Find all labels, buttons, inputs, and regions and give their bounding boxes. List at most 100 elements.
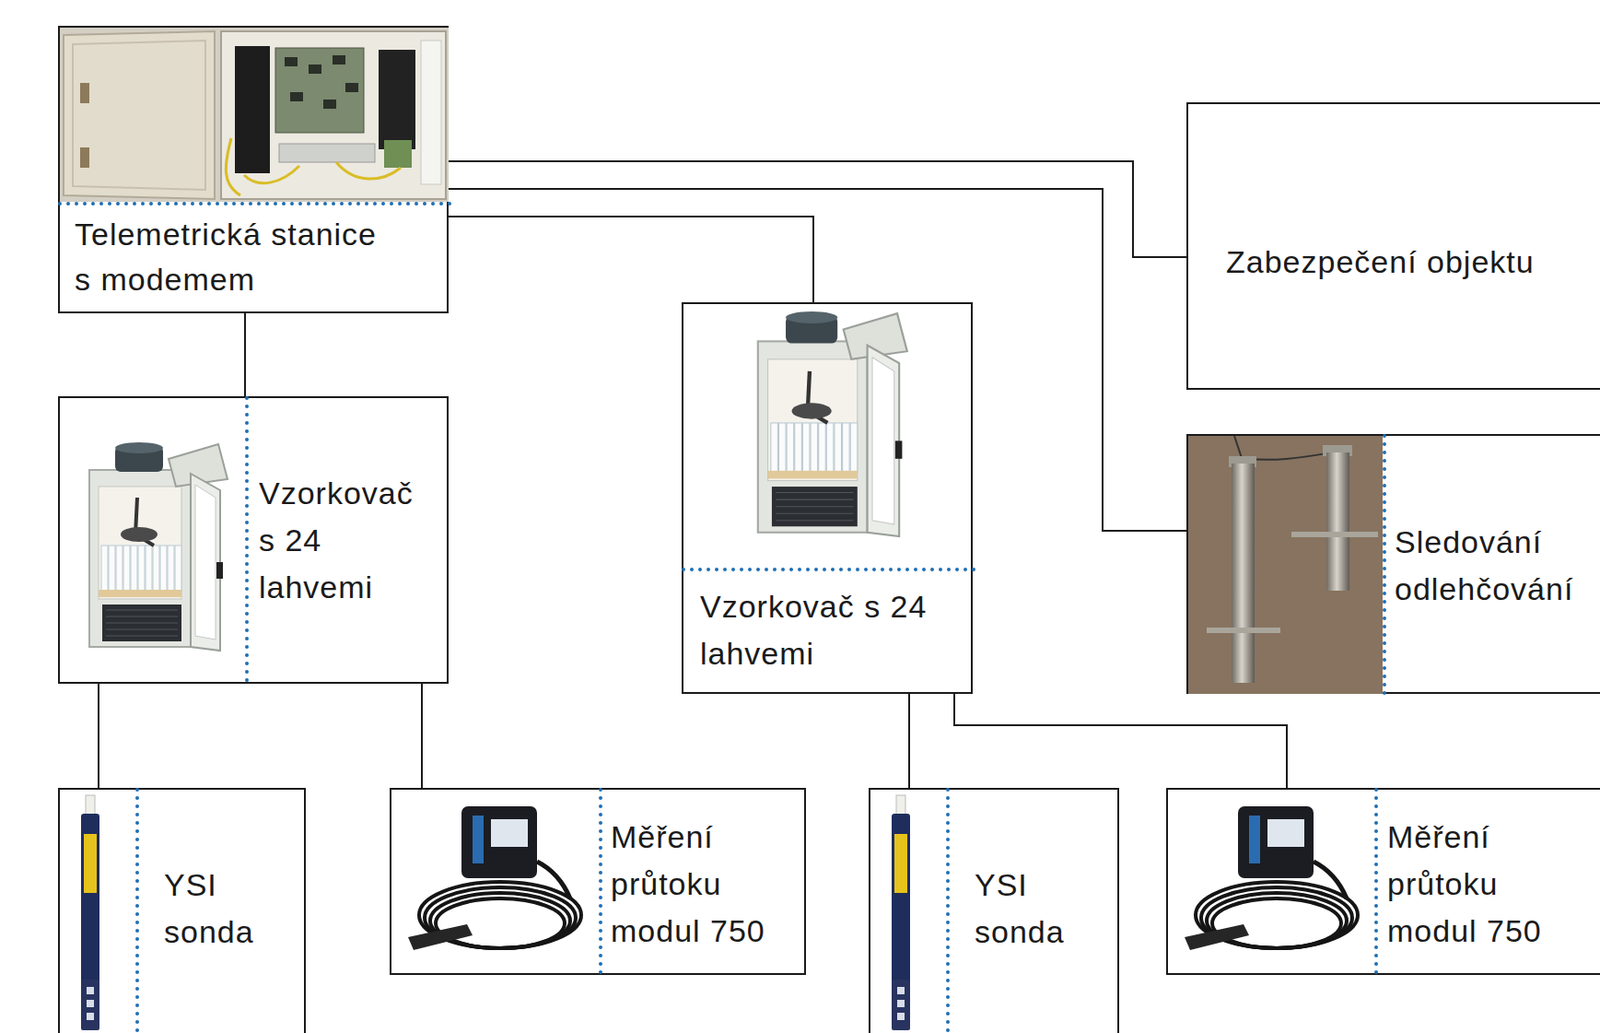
- probe-guard: [891, 979, 911, 1030]
- picture-group: [1188, 435, 1383, 694]
- bottle: [770, 422, 779, 473]
- vent-slot: [775, 513, 853, 514]
- dotted-separator: [1382, 435, 1387, 696]
- module-label: [1249, 815, 1261, 864]
- guard-hole: [86, 1012, 94, 1020]
- chip: [290, 92, 304, 102]
- bottle: [850, 422, 858, 473]
- equipment-picture: [59, 789, 308, 1033]
- picture-group: [891, 794, 911, 1030]
- equipment-picture: [1188, 435, 1600, 696]
- dotted-separator: [59, 201, 451, 206]
- bottle: [810, 422, 818, 473]
- pump-cap: [115, 442, 164, 454]
- guard-hole: [897, 999, 905, 1007]
- module-cable: [1313, 861, 1347, 899]
- module-box: [1237, 805, 1314, 878]
- probe-cap: [85, 794, 95, 816]
- steel-pipe: [1326, 452, 1350, 591]
- distributor-head: [792, 402, 832, 419]
- probe-label: [894, 833, 908, 893]
- module-sticker: [1267, 818, 1305, 847]
- cable-coil: [1212, 898, 1342, 948]
- bottle: [160, 545, 167, 592]
- equipment-picture: [870, 789, 1122, 1033]
- guard-hole: [86, 986, 94, 994]
- guard-hole: [86, 999, 94, 1007]
- equipment-picture: [391, 789, 808, 977]
- equipment-box: Vzorkovač s 24 lahvemi: [58, 396, 449, 684]
- vent-slot: [105, 622, 178, 624]
- cabinet-door: [63, 31, 215, 199]
- concrete-wall: [1188, 435, 1383, 694]
- probe-label: [83, 833, 97, 893]
- bottle: [778, 422, 786, 473]
- bottle: [818, 422, 827, 473]
- probe-body: [891, 813, 911, 1007]
- node-label: Zabezpečení objektu: [1226, 240, 1595, 285]
- door-hinge: [80, 147, 90, 168]
- connector-line: [908, 693, 911, 788]
- bottle: [167, 545, 175, 592]
- circuit-board: [275, 47, 364, 133]
- sampler-door: [867, 345, 900, 537]
- equipment-box: YSI sonda: [58, 787, 306, 1033]
- vent-slot: [105, 629, 178, 631]
- guard-hole: [897, 1012, 905, 1020]
- bottle-tray: [768, 470, 858, 479]
- equipment-box: Měření průtoku modul 750: [1166, 787, 1600, 975]
- bottle: [826, 422, 834, 473]
- picture-group: [59, 27, 449, 202]
- connector-line: [448, 188, 1187, 531]
- node-label: YSI sonda: [163, 861, 293, 956]
- vent-slot: [775, 491, 853, 493]
- bottle: [130, 545, 138, 592]
- bottle: [175, 545, 182, 592]
- modem-unit: [378, 49, 416, 150]
- bottle: [108, 545, 116, 592]
- dotted-separator: [683, 567, 975, 572]
- base-vent: [771, 486, 858, 526]
- equipment-box: Sledování odlehčování: [1186, 433, 1600, 694]
- module-cable: [537, 861, 571, 899]
- equipment-box: Měření průtoku modul 750: [389, 787, 806, 975]
- picture-group: [408, 805, 582, 950]
- picture-group: [758, 311, 908, 537]
- vent-slot: [775, 505, 853, 507]
- bottle: [123, 545, 130, 592]
- node-label: Měření průtoku modul 750: [1387, 813, 1572, 955]
- connector-line: [97, 683, 100, 788]
- dotted-separator: [135, 789, 140, 1033]
- guard-hole: [897, 986, 905, 994]
- node-label: Měření průtoku modul 750: [610, 813, 795, 955]
- sampler-body: [758, 340, 868, 532]
- equipment-picture: [1167, 789, 1600, 977]
- chip: [284, 57, 298, 67]
- door-panel: [195, 484, 216, 640]
- pump-cap: [785, 311, 838, 324]
- bottle: [786, 422, 795, 473]
- sampler-interior: [98, 486, 182, 599]
- steel-pipe: [1231, 463, 1255, 683]
- equipment-picture: [59, 397, 451, 686]
- relay-module: [384, 140, 412, 168]
- node-label: Vzorkovač s 24 lahvemi: [700, 583, 963, 678]
- equipment-box: Vzorkovač s 24 lahvemi: [681, 302, 973, 694]
- connector-line: [448, 161, 1187, 257]
- module-box: [461, 805, 538, 878]
- terminal-strip: [279, 143, 375, 163]
- door-hinge: [80, 82, 90, 104]
- distributor-head: [120, 526, 158, 542]
- bottle: [802, 422, 810, 473]
- dotted-separator: [945, 789, 950, 1033]
- bottle: [116, 545, 123, 592]
- sampler-door: [190, 473, 221, 651]
- module-sticker: [490, 818, 528, 847]
- bottle: [101, 545, 108, 592]
- sampler-interior: [768, 359, 858, 481]
- node-label: Sledování odlehčování: [1394, 518, 1600, 613]
- bottle: [138, 545, 145, 592]
- door-latch: [216, 561, 223, 579]
- picture-group: [89, 442, 228, 651]
- bottle-tray: [98, 589, 182, 597]
